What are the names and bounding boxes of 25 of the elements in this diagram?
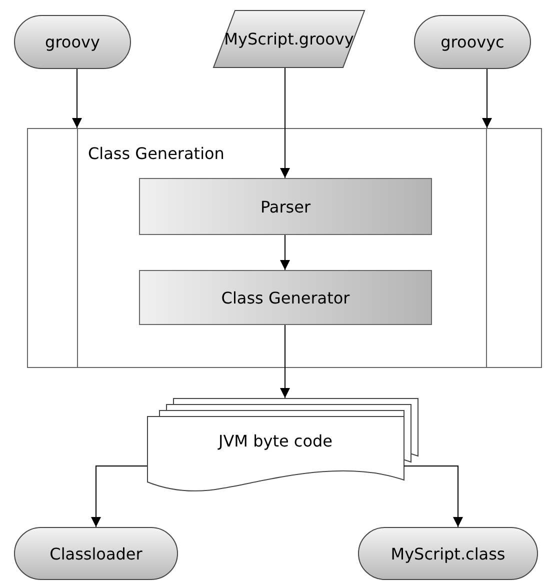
arrow xyxy=(404,466,463,528)
node-label: Class Generator xyxy=(221,288,350,307)
terminal-pill xyxy=(14,15,131,69)
arrow xyxy=(482,68,492,128)
arrow xyxy=(72,68,82,128)
node-label: Classloader xyxy=(50,544,142,563)
node-label: MyScript.class xyxy=(390,544,506,563)
predefined-process-box xyxy=(27,128,542,368)
terminal-pill xyxy=(414,15,531,69)
node-label: Class Generation xyxy=(88,144,224,163)
terminal-pill xyxy=(14,527,178,580)
node-label: groovyc xyxy=(440,32,504,52)
process-box xyxy=(139,270,432,325)
node-label: groovy xyxy=(45,32,100,52)
node-label: JVM byte code xyxy=(218,432,332,450)
arrow xyxy=(280,324,290,398)
arrow xyxy=(91,466,148,528)
multi-document-shape xyxy=(147,398,418,492)
process-box xyxy=(139,178,432,235)
node-label: Parser xyxy=(260,197,311,216)
arrow xyxy=(280,68,290,178)
terminal-pill xyxy=(358,527,538,580)
node-label: MyScript.groovy xyxy=(224,30,354,48)
input-parallelogram xyxy=(213,10,365,68)
arrow xyxy=(280,234,290,270)
